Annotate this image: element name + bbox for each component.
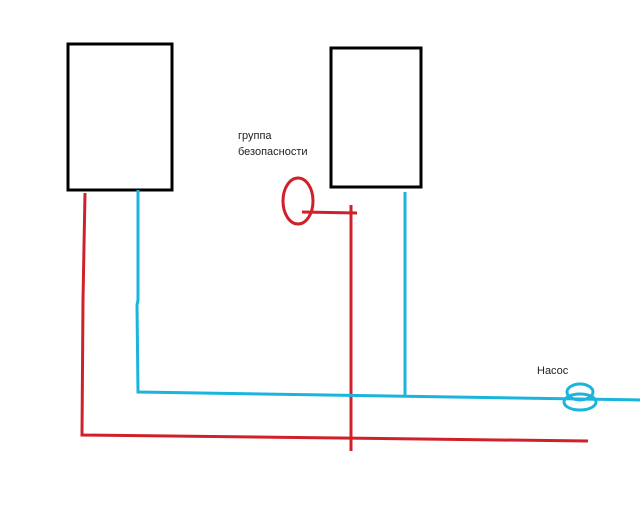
- safety-group-symbol: [281, 176, 315, 226]
- pump-label: Насос: [537, 365, 569, 377]
- safety-group-label-line2: безопасности: [238, 146, 308, 158]
- pump-symbol-top: [565, 382, 595, 402]
- boiler-right: [329, 46, 423, 189]
- safety-group-label-line1: группа: [238, 130, 272, 142]
- pump-symbol-bottom: [562, 392, 598, 412]
- safety-group-label: группа безопасности: [238, 128, 308, 160]
- return-pipe-main: [135, 190, 640, 402]
- boiler-left: [66, 42, 174, 192]
- supply-pipe-main: [80, 192, 589, 443]
